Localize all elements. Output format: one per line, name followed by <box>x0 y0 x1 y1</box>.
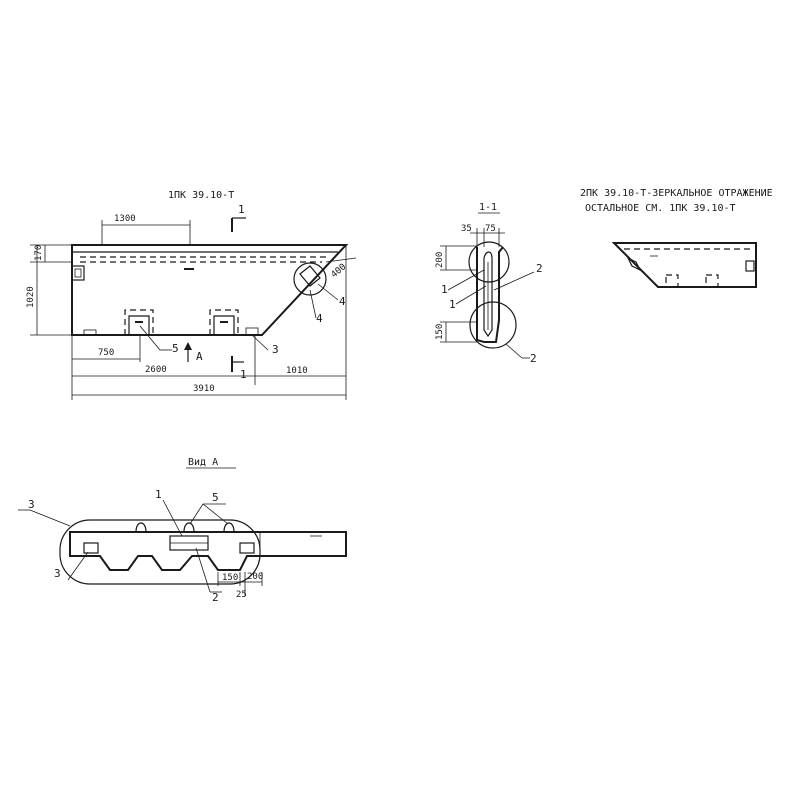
section-mark-bottom-label: 1 <box>240 368 247 381</box>
callout-4b: 4 <box>316 312 323 325</box>
main-view: 1ПК 39.10-Т 400 4 <box>26 190 357 400</box>
dim-1300: 1300 <box>114 214 136 224</box>
section-1-1: 1-1 35 75 200 150 1 1 2 <box>435 202 543 365</box>
leader-4a <box>317 283 339 301</box>
view-a-detail-bubble <box>59 519 261 585</box>
view-a-loop-3 <box>223 522 235 533</box>
mirror-loop-left <box>665 274 679 288</box>
va-dim-200: 200 <box>247 572 263 582</box>
section-callout-2a: 2 <box>536 262 543 275</box>
dim-150: 150 <box>435 324 445 340</box>
section-callout-2b: 2 <box>530 352 537 365</box>
bottom-detail-left <box>83 329 97 336</box>
lifting-loop-right <box>209 309 239 335</box>
dim-750: 750 <box>98 348 114 358</box>
mirror-title-line1: 2ПК 39.10-Т-ЗЕРКАЛЬНОЕ ОТРАЖЕНИЕ <box>580 188 773 199</box>
va-dim-25: 25 <box>236 590 247 600</box>
va-callout-1: 1 <box>155 488 162 501</box>
slab-outline <box>71 244 349 336</box>
mirror-view: 2ПК 39.10-Т-ЗЕРКАЛЬНОЕ ОТРАЖЕНИЕ ОСТАЛЬН… <box>580 188 773 288</box>
callout-4a: 4 <box>339 295 346 308</box>
va-callout-3b: 3 <box>54 567 61 580</box>
section-leader-2a <box>493 271 535 291</box>
view-a-plate-right <box>239 542 255 554</box>
va-leader-5b <box>202 503 229 525</box>
dim-1010: 1010 <box>286 366 308 376</box>
va-leader-3b <box>67 551 89 581</box>
dim-170: 170 <box>34 245 44 261</box>
dim-3910: 3910 <box>193 384 215 394</box>
mirror-right-plate <box>745 260 755 272</box>
va-leader-2 <box>195 547 211 593</box>
view-a-title: Вид А <box>188 457 218 468</box>
va-callout-2: 2 <box>212 591 219 604</box>
main-view-title: 1ПК 39.10-Т <box>168 190 234 201</box>
va-leader-3a <box>29 509 71 527</box>
rib-profile <box>476 246 504 343</box>
dim-35: 35 <box>461 224 472 234</box>
va-leader-1 <box>162 499 183 537</box>
section-title: 1-1 <box>479 202 497 213</box>
dim-400-line <box>325 257 357 263</box>
view-a: Вид А 3 3 1 5 2 <box>18 457 347 604</box>
dim-200: 200 <box>435 252 445 268</box>
view-a-plate-left <box>83 542 99 554</box>
section-mark-top-label: 1 <box>238 203 245 216</box>
section-leader-1b <box>455 285 487 305</box>
leader-4b <box>309 289 317 319</box>
section-circle-bottom <box>469 301 517 349</box>
mirror-slope-plate <box>626 256 642 272</box>
section-leader-1a <box>447 269 485 291</box>
view-a-profile <box>69 531 347 571</box>
leader-3 <box>251 334 269 351</box>
mirror-title-line2: ОСТАЛЬНОЕ СМ. 1ПК 39.10-Т <box>585 203 736 214</box>
detail-circle-4 <box>293 262 327 296</box>
callout-5: 5 <box>172 342 179 355</box>
leader-5 <box>139 325 161 351</box>
va-dim-150: 150 <box>222 573 238 583</box>
section-callout-1a: 1 <box>441 283 448 296</box>
mirror-loop-right <box>705 274 719 288</box>
section-callout-1b: 1 <box>449 298 456 311</box>
va-callout-5: 5 <box>212 491 219 504</box>
left-embedded-plate <box>71 265 85 281</box>
section-leader-2b <box>505 343 523 359</box>
mirror-slab-outline <box>611 242 757 288</box>
lifting-loop-left <box>124 309 154 335</box>
dim-2600: 2600 <box>145 365 167 375</box>
bottom-detail-right <box>245 327 259 336</box>
view-a-arrowhead <box>184 342 192 350</box>
view-a-loop-1 <box>135 522 147 533</box>
dim-75: 75 <box>485 224 496 234</box>
callout-3: 3 <box>272 343 279 356</box>
view-a-loop-2 <box>183 522 195 533</box>
slope-plate <box>299 265 321 287</box>
left-embedded-plate-inner <box>74 268 82 278</box>
dim-400: 400 <box>330 262 349 280</box>
view-a-mark: А <box>196 350 203 363</box>
rib-rebar <box>483 251 493 338</box>
va-callout-3a: 3 <box>28 498 35 511</box>
dim-1020: 1020 <box>26 286 36 308</box>
section-circle-top <box>468 241 510 283</box>
va-leader-5a <box>189 503 204 525</box>
